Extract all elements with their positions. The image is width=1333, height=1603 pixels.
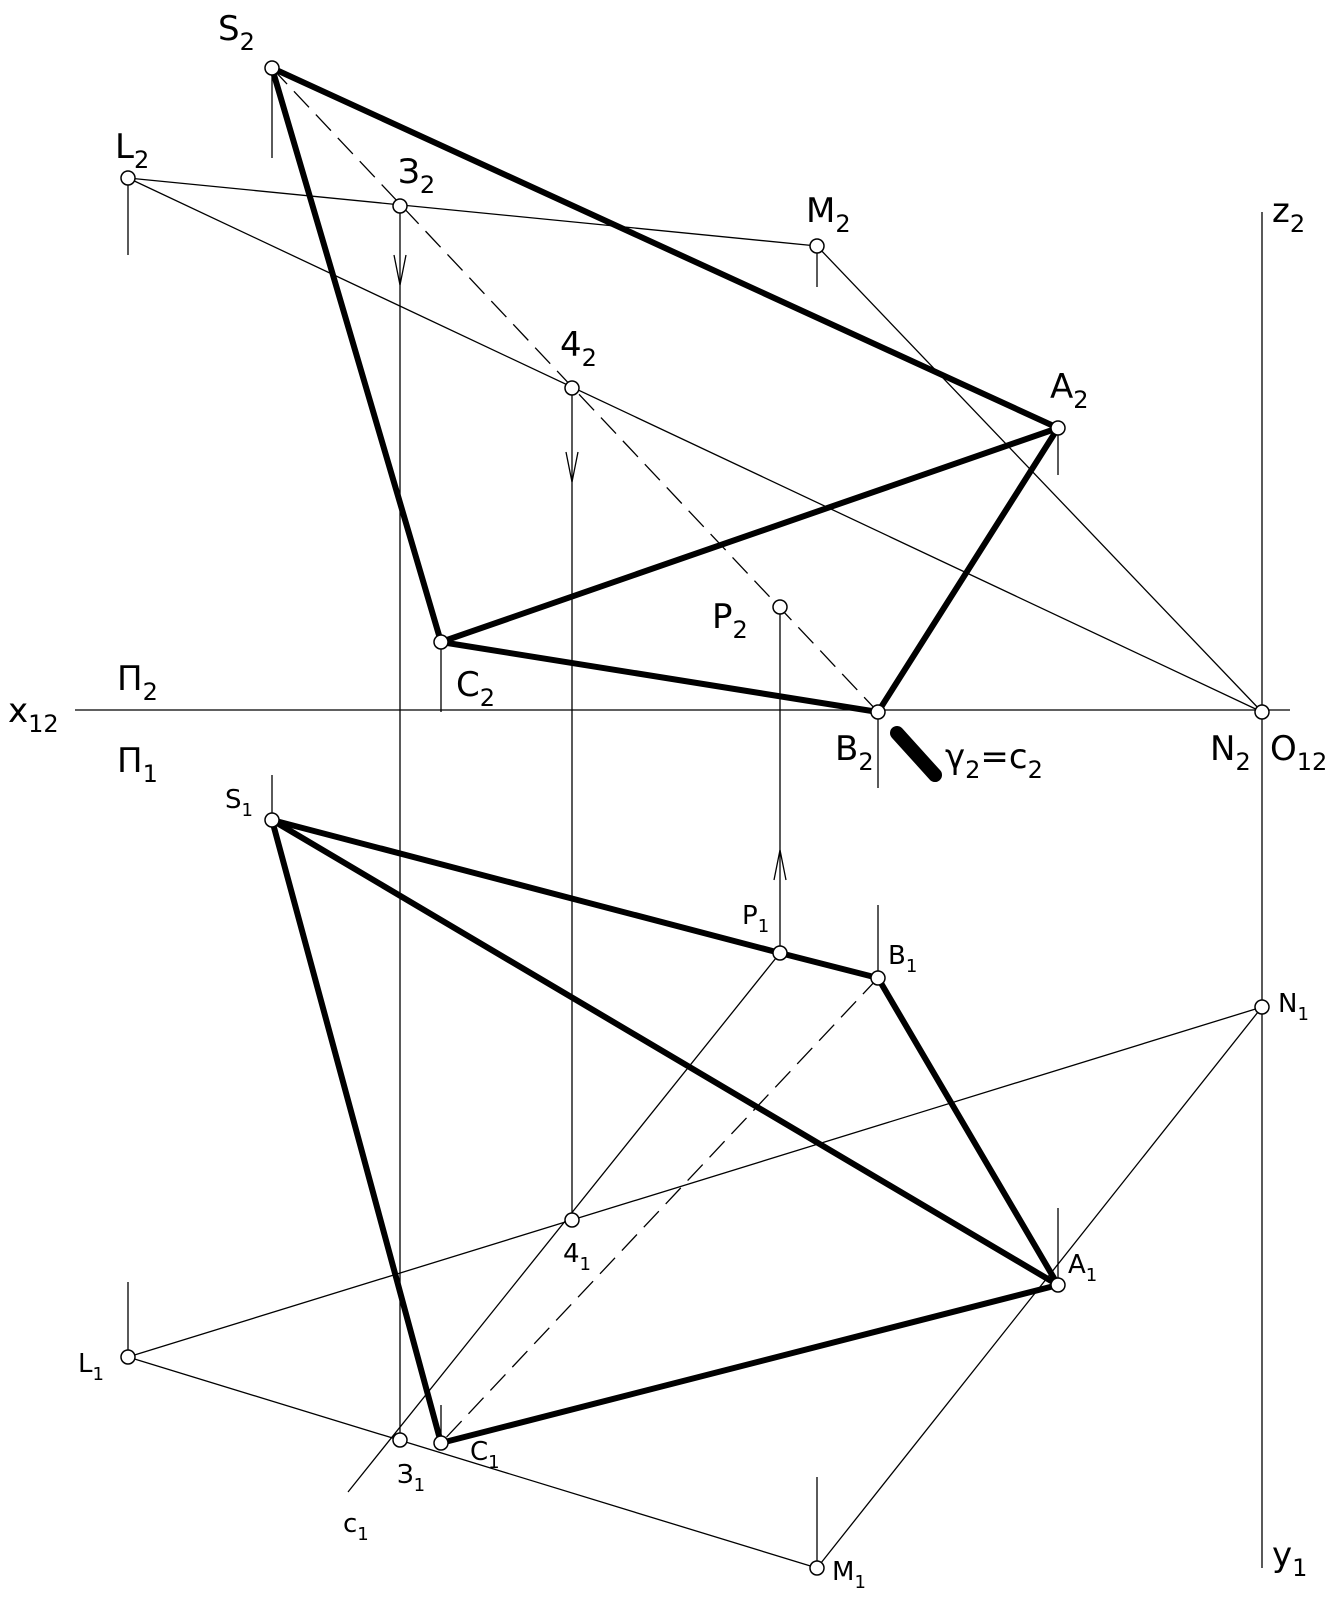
svg-text:S2: S2 [218,9,255,56]
svg-text:З2: З2 [398,152,435,199]
point-p2 [772,599,788,615]
point-f2 [564,380,580,396]
svg-text:42: 42 [560,325,597,372]
label-b2: B2 [835,729,874,776]
label-c1-trace: c1 [343,1509,369,1545]
label-pi1: П1 [117,741,158,788]
point-c2 [433,634,449,650]
svg-text:C2: C2 [456,665,495,712]
point-l2 [120,170,136,186]
svg-text:B1: B1 [888,941,917,977]
svg-text:O12: O12 [1270,729,1327,776]
svg-text:x12: x12 [8,691,59,738]
edge-c1-a1 [438,1282,1061,1446]
label-o12: O12 [1270,729,1327,776]
point-z2 [392,198,408,214]
label-x12: x12 [8,691,59,738]
svg-text:41: 41 [563,1239,591,1275]
label-l1: L1 [78,1349,104,1385]
label-b1: B1 [888,941,917,977]
svg-text:A2: A2 [1050,367,1089,414]
point-m1 [809,1560,825,1576]
edge-s1-c1 [269,817,444,1446]
point-m2 [809,238,825,254]
label-a1: A1 [1068,1250,1097,1286]
label-p2: P2 [712,597,748,644]
edge-s2-c2 [269,65,444,645]
label-c1: C1 [470,1437,500,1473]
svg-text:B2: B2 [835,729,874,776]
label-z1: З1 [397,1460,425,1496]
label-y1-axis: y1 [1272,1535,1307,1582]
label-f2: 42 [560,325,597,372]
svg-text:L2: L2 [115,127,149,174]
label-s2: S2 [218,9,255,56]
edge-c2-b2 [438,639,881,715]
point-c1 [433,1435,449,1451]
point-a2 [1050,420,1066,436]
svg-text:c1: c1 [343,1509,369,1545]
point-s2 [264,60,280,76]
arrow-f [565,451,579,483]
label-n2: N2 [1210,729,1251,776]
trace-c1 [347,952,781,1493]
line-l1-m1 [127,1356,818,1569]
line-l2-m2 [127,177,818,247]
label-n1: N1 [1278,989,1309,1025]
point-p1 [772,945,788,961]
arrow-z [393,254,407,286]
edge-s1-p1 [269,817,783,956]
label-z2-axis: z2 [1272,191,1305,238]
line-l1-n1 [127,1006,1263,1358]
svg-text:N2: N2 [1210,729,1251,776]
edge-p1-b1 [777,950,881,981]
line-l2-o12 [127,177,1263,713]
point-a1 [1050,1277,1066,1293]
label-pi2: П2 [117,659,158,706]
label-a2: A2 [1050,367,1089,414]
svg-text:C1: C1 [470,1437,500,1473]
svg-text:γ2=c2: γ2=c2 [945,737,1043,784]
arrow-p [773,849,787,881]
point-f1 [564,1212,580,1228]
point-z1 [392,1432,408,1448]
edge-c2-a2 [438,425,1061,645]
svg-text:M1: M1 [832,1557,866,1593]
point-b2 [870,704,886,720]
label-m1: M1 [832,1557,866,1593]
line-m2-o12 [816,245,1263,713]
svg-text:П2: П2 [117,659,158,706]
point-n1 [1254,999,1270,1015]
svg-text:N1: N1 [1278,989,1309,1025]
svg-text:P2: P2 [712,597,748,644]
label-gamma: γ2=c2 [945,737,1043,784]
svg-text:P1: P1 [742,901,769,937]
label-p1: P1 [742,901,769,937]
svg-text:П1: П1 [117,741,158,788]
label-c2: C2 [456,665,495,712]
svg-text:M2: M2 [806,191,851,238]
svg-text:A1: A1 [1068,1250,1097,1286]
label-s1: S1 [225,785,253,821]
dashed-b1-c1 [440,977,879,1444]
point-s1 [264,812,280,828]
svg-text:y1: y1 [1272,1535,1307,1582]
edge-s1-a1 [269,817,1061,1288]
point-o12 [1254,704,1270,720]
label-z2: З2 [398,152,435,199]
gamma-trace [890,726,942,782]
svg-text:S1: S1 [225,785,253,821]
point-l1 [120,1349,136,1365]
point-b1 [870,970,886,986]
svg-text:z2: z2 [1272,191,1305,238]
label-f1: 41 [563,1239,591,1275]
edge-b1-a1 [875,975,1061,1288]
svg-text:L1: L1 [78,1349,104,1385]
edge-b2-a2 [875,425,1061,715]
edge-s2-a2 [269,65,1061,431]
label-l2: L2 [115,127,149,174]
label-m2: M2 [806,191,851,238]
svg-text:З1: З1 [397,1460,425,1496]
